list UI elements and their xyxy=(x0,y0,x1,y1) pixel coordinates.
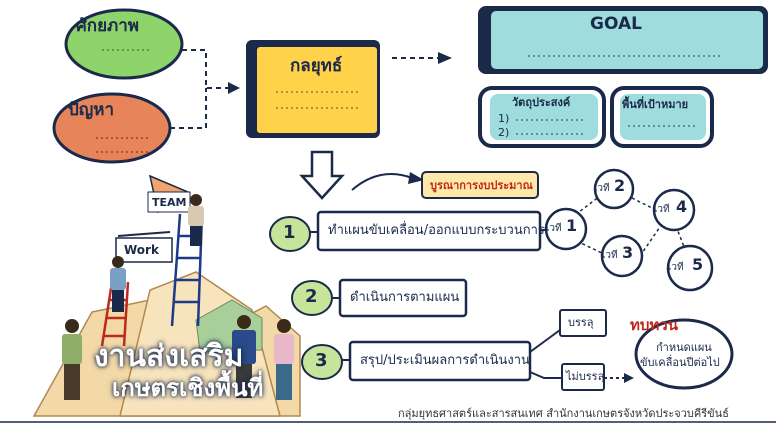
stage-5-number: 5 xyxy=(692,255,704,274)
review-node xyxy=(634,318,734,390)
not-achieved-label: ไม่บรรลุ xyxy=(566,370,605,383)
potential-label: ศักยภาพ xyxy=(76,16,140,36)
teamwork-illustration xyxy=(32,174,301,417)
step-2 xyxy=(291,278,468,318)
left-connectors xyxy=(170,49,240,129)
stage-3-number: 3 xyxy=(622,243,634,262)
stage-4-number: 4 xyxy=(676,197,688,216)
achieved-label: บรรลุ xyxy=(568,316,594,329)
person-climber-top xyxy=(188,194,204,246)
potential-node xyxy=(64,8,184,80)
banner-line-1: งานส่งเสริม xyxy=(94,339,244,374)
step-3 xyxy=(301,340,532,382)
stage-5-prefix: เวที xyxy=(668,262,684,273)
review-line-1: กำหนดแผน xyxy=(656,341,712,354)
budget-label: บูรณาการงบประมาณ xyxy=(430,179,533,192)
objective-item-1: 1) xyxy=(498,112,510,125)
target-area-node xyxy=(610,86,714,148)
strategy-to-goal-arrow xyxy=(392,52,452,64)
stage-2-number: 2 xyxy=(614,176,626,195)
not-achieved-node xyxy=(561,363,605,391)
step-1 xyxy=(269,210,548,252)
step-1-number: 1 xyxy=(283,222,296,243)
stage-1-prefix: เวที xyxy=(546,223,562,234)
stage-1-number: 1 xyxy=(566,216,578,235)
stage-circles xyxy=(544,168,714,292)
objective-node xyxy=(478,86,606,148)
stage-4-prefix: เวที xyxy=(654,204,670,215)
step-2-number: 2 xyxy=(305,286,318,307)
review-line-2: ขับเคลื่อนปีต่อไป xyxy=(640,356,720,369)
outcome-connectors xyxy=(529,329,634,383)
objective-label: วัตถุประสงค์ xyxy=(512,96,571,109)
footer-credit: กลุ่มยุทธศาสตร์และสารสนเทศ สำนักงานเกษตร… xyxy=(398,407,729,420)
down-arrow xyxy=(299,150,345,200)
problem-label: ปัญหา xyxy=(68,100,115,120)
person-climber-mid xyxy=(110,256,126,312)
step-1-label: ทำแผนขับเคลื่อน/ออกแบบกระบวนการ xyxy=(328,223,545,238)
team-word: TEAM xyxy=(152,196,187,209)
strategy-label: กลยุทธ์ xyxy=(290,56,343,76)
person-center xyxy=(232,315,256,398)
step-3-number: 3 xyxy=(315,350,328,371)
person-left xyxy=(62,319,82,400)
work-word: Work xyxy=(124,243,159,257)
strategy-node xyxy=(246,40,380,138)
step-2-label: ดำเนินการตามแผน xyxy=(350,290,460,305)
review-title: ทบทวน xyxy=(630,316,678,334)
stage-2-prefix: เวที xyxy=(594,183,610,194)
banner-line-2: เกษตรเชิงพื้นที่ xyxy=(112,374,264,402)
target-area-label: พื้นที่เป้าหมาย xyxy=(622,98,689,111)
budget-node xyxy=(351,171,539,199)
objective-item-2: 2) xyxy=(498,126,510,139)
goal-node xyxy=(478,6,768,74)
step-3-label: สรุป/ประเมินผลการดำเนินงาน xyxy=(360,353,530,368)
goal-title: GOAL xyxy=(590,14,642,34)
stage-3-prefix: เวที xyxy=(602,250,618,261)
achieved-node xyxy=(559,309,607,337)
person-right xyxy=(274,319,294,400)
